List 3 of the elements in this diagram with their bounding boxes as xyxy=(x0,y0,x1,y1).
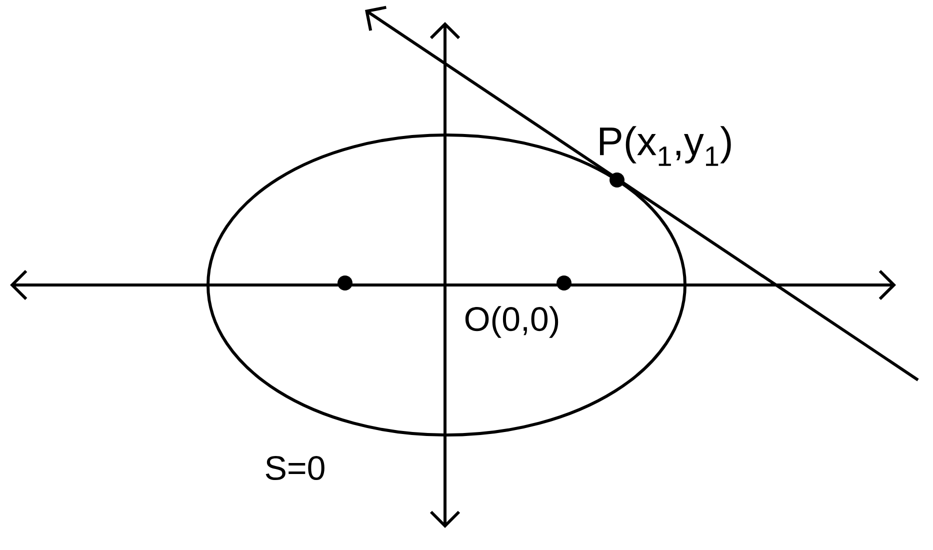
point-label: S=0 xyxy=(266,456,324,480)
point-label: P(x$_{1}$,y$_{1}$) xyxy=(600,126,731,166)
point-label: O(0,0) xyxy=(465,306,558,338)
